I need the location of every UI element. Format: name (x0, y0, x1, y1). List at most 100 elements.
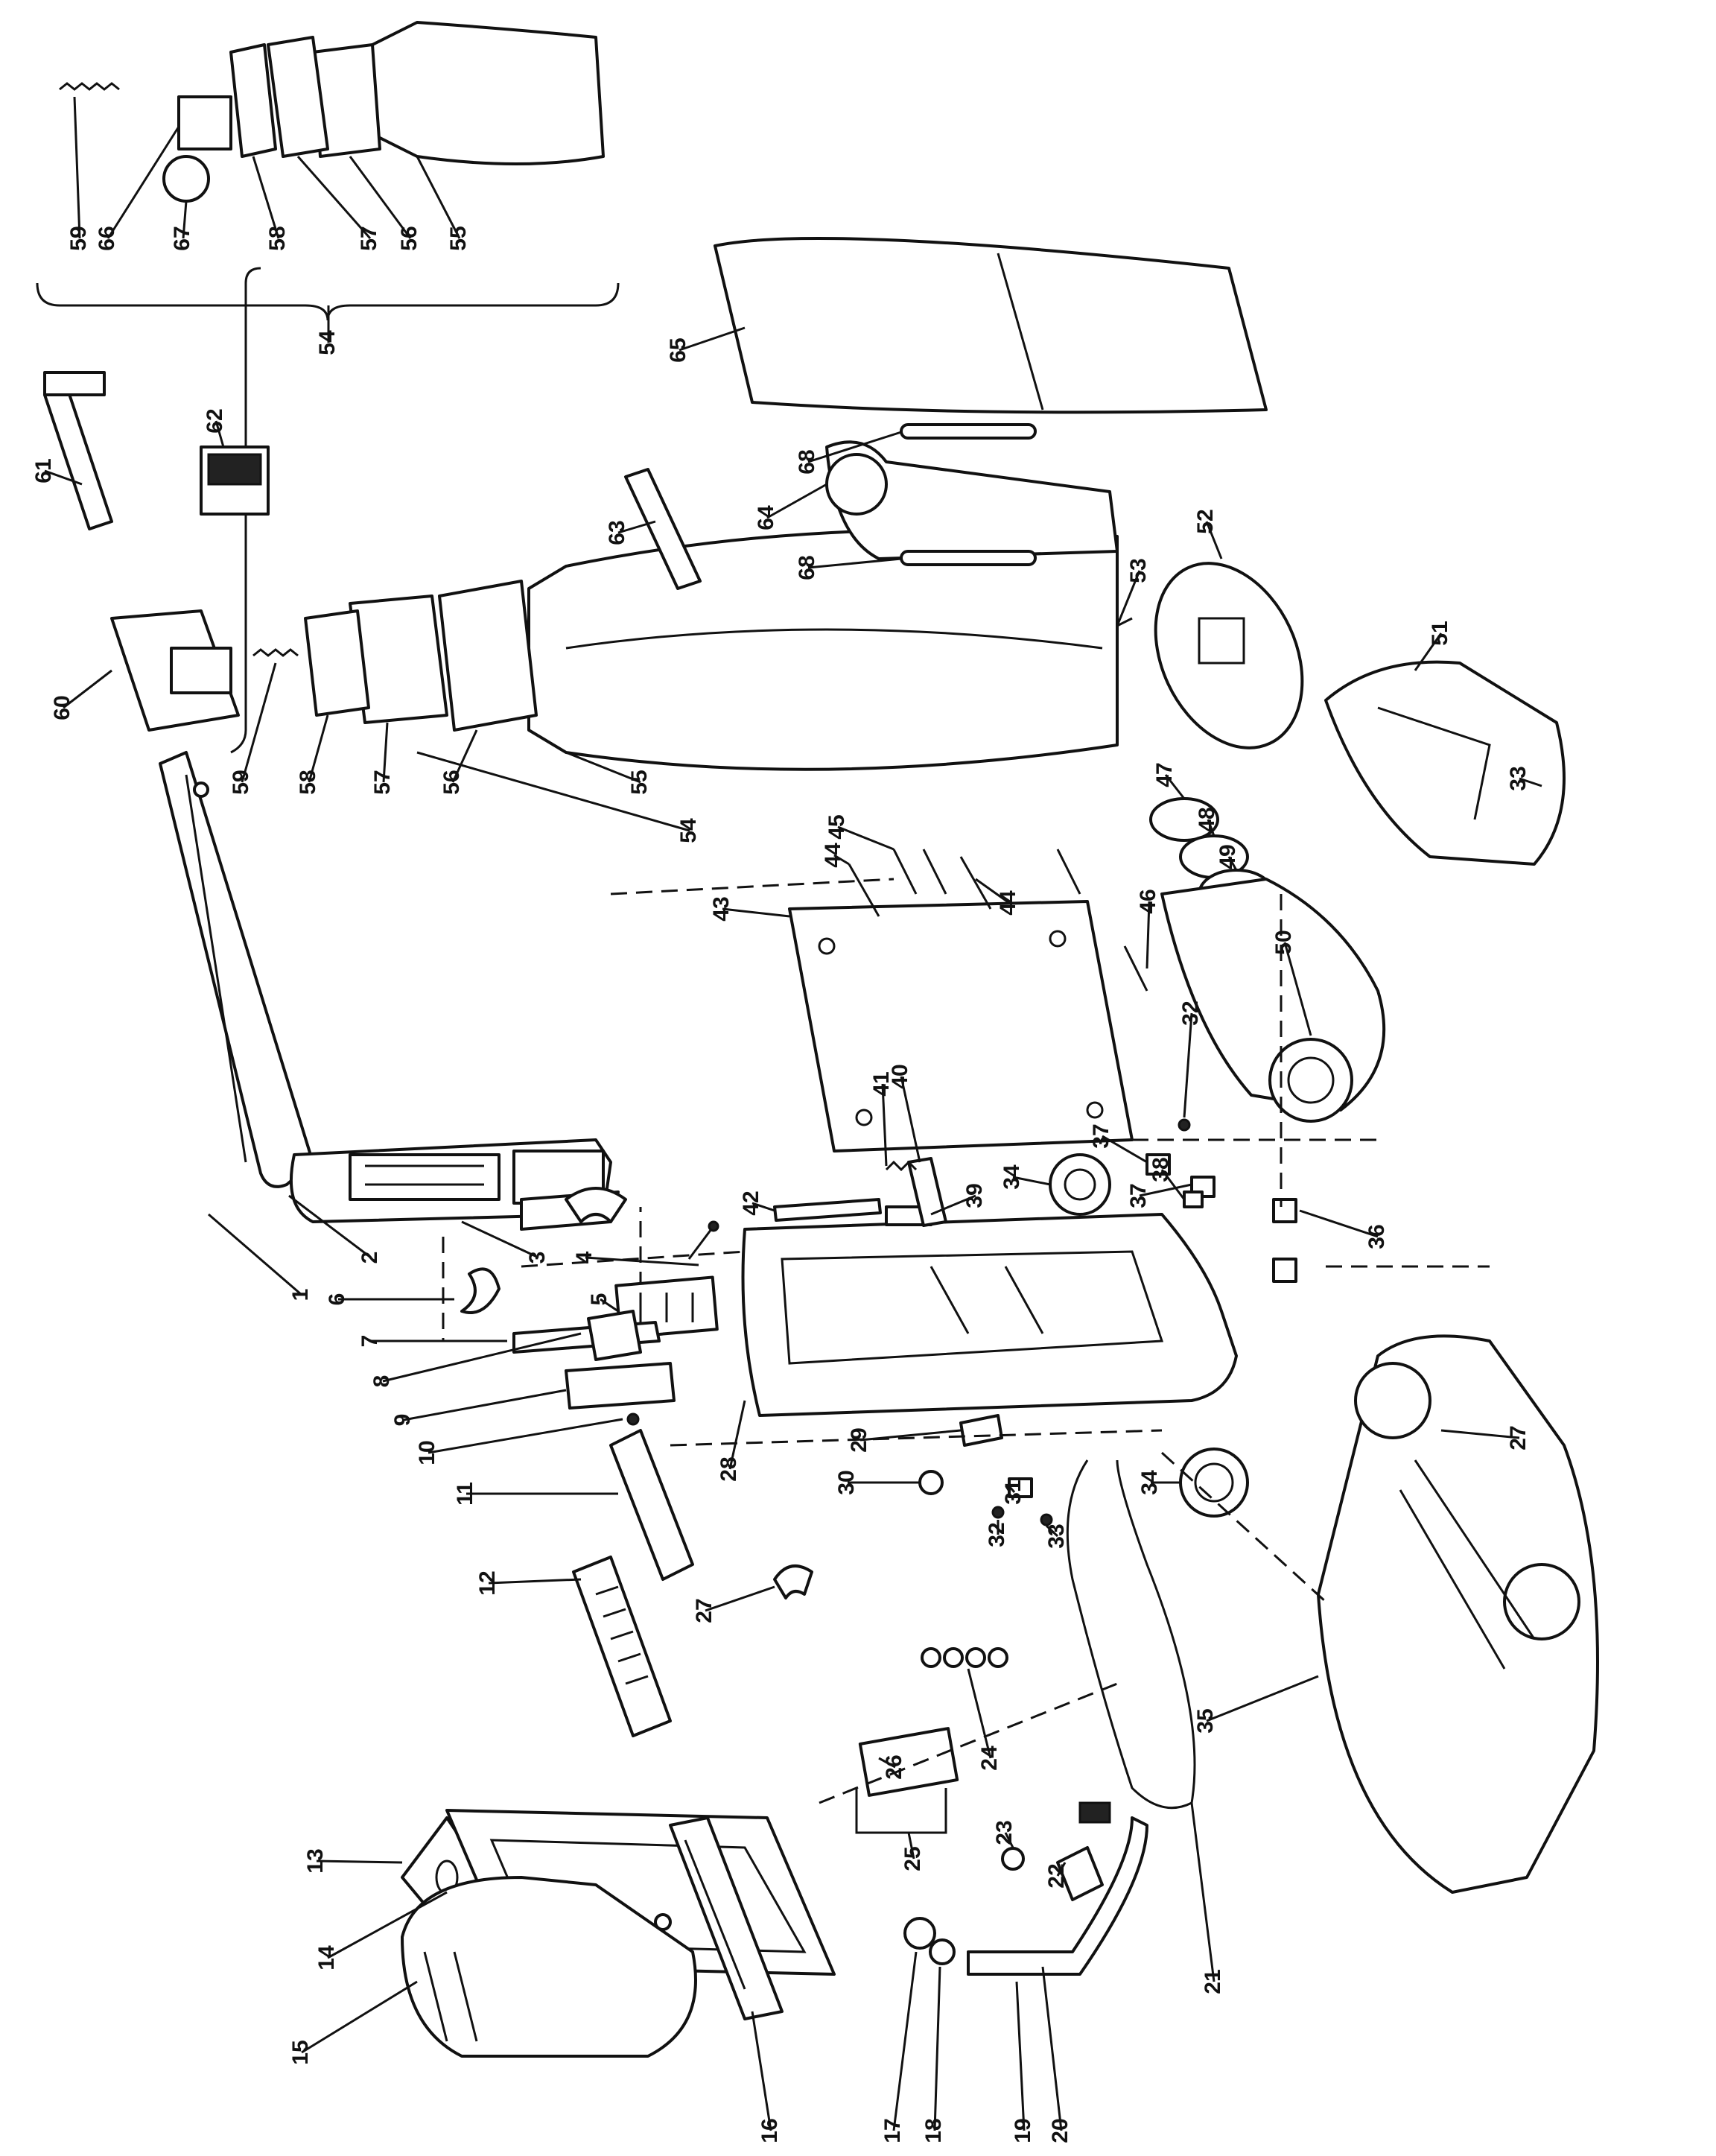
leader-p14 (327, 1891, 448, 1959)
leader-p20 (1041, 1966, 1063, 2131)
callout-label-p30: 30 (834, 1470, 859, 1494)
callout-label-p35: 35 (1193, 1708, 1218, 1733)
callout-label-p67: 67 (170, 226, 194, 250)
part-41-spring (885, 1160, 918, 1172)
callout-label-p29: 29 (847, 1427, 871, 1452)
part-46-screws (1056, 849, 1148, 992)
part-38-clip (1183, 1190, 1204, 1208)
part-6-spring-clip (460, 1267, 500, 1314)
part-20-pedal-arm (967, 1816, 1148, 1976)
callout-label-p33b: 33 (1506, 766, 1531, 790)
leader-p58a (308, 714, 329, 783)
leader-p27b (1440, 1429, 1520, 1439)
leader-p51 (1414, 632, 1443, 671)
part-30-star-nut (918, 1470, 944, 1495)
leader-p56a (451, 729, 478, 783)
callout-label-p58a: 58 (296, 770, 320, 794)
part-64-bag-adapter (825, 440, 1119, 560)
leader-p68b (807, 557, 902, 569)
callout-label-p33a: 33 (1044, 1524, 1069, 1548)
callout-label-p50: 50 (1271, 930, 1296, 954)
leader-p44a (833, 854, 850, 866)
leader-p37a (1102, 1135, 1148, 1164)
part-29-latch (959, 1414, 1003, 1447)
leader-p55a (565, 751, 641, 784)
callout-label-p68a: 68 (795, 449, 819, 474)
leader-p10 (428, 1418, 623, 1454)
part-56-bag-collar (438, 580, 538, 732)
leader-p18 (933, 1966, 941, 2131)
leader-p32b (1183, 1012, 1193, 1118)
callout-label-p64: 64 (754, 505, 778, 530)
leader-p57b (296, 156, 372, 239)
callout-label-p49: 49 (1216, 844, 1240, 869)
leader-p27a (705, 1585, 775, 1612)
callout-label-p61: 61 (31, 458, 56, 483)
callout-label-p27a: 27 (692, 1598, 716, 1623)
callout-label-p3: 3 (525, 1252, 550, 1264)
callout-label-p36: 36 (1364, 1224, 1389, 1249)
leader-p34b (1012, 1176, 1051, 1186)
callout-label-p41: 41 (869, 1071, 894, 1096)
callout-label-p1: 1 (288, 1289, 313, 1301)
part-40-lever (907, 1157, 947, 1227)
leader-p29 (859, 1429, 962, 1442)
part-55-outer-bag-top (371, 21, 605, 165)
leader-p57a (382, 722, 389, 783)
leader-p36 (1299, 1209, 1379, 1238)
leader-p23 (1004, 1832, 1014, 1848)
leader-p24 (967, 1668, 992, 1759)
part-63-filter (624, 468, 702, 590)
part-9-switch-cover (565, 1362, 676, 1410)
part-58-gasket-top (229, 43, 277, 158)
callout-label-p48: 48 (1195, 807, 1219, 831)
leader-p44b (975, 878, 1010, 904)
callout-label-p7: 7 (358, 1335, 382, 1348)
part-62-brush (200, 446, 270, 516)
part-3-cord-hook (565, 1187, 627, 1223)
callout-label-p22: 22 (1044, 1863, 1069, 1888)
leader-p16 (751, 2011, 772, 2131)
callout-label-p9: 9 (390, 1414, 415, 1427)
leader-p39 (930, 1194, 976, 1216)
part-32-screw-b (1178, 1118, 1191, 1132)
leader-p4 (585, 1256, 699, 1266)
leader-p17 (892, 1951, 918, 2131)
callout-label-p24: 24 (977, 1746, 1002, 1771)
part-65-paper-bag (714, 237, 1268, 414)
part-28-main-housing (741, 1213, 1238, 1417)
assembly-guide-lines (521, 878, 1490, 1804)
callout-label-p54b: 54 (315, 330, 340, 355)
callout-label-p27b: 27 (1506, 1425, 1531, 1450)
callout-label-p37a: 37 (1089, 1123, 1113, 1148)
callout-label-p65: 65 (666, 337, 690, 362)
leader-p12 (488, 1578, 582, 1585)
leader-p40 (900, 1076, 921, 1163)
callout-label-p11: 11 (453, 1482, 477, 1506)
callout-label-p4: 4 (572, 1251, 597, 1264)
leader-p41 (881, 1083, 888, 1167)
leader-p50 (1283, 942, 1312, 1036)
leader-p28 (728, 1400, 746, 1470)
part-66-bracket (177, 95, 232, 150)
callout-label-p54a: 54 (676, 818, 701, 843)
part-25-switch-group (855, 1788, 947, 1834)
callout-label-p55b: 55 (446, 226, 471, 250)
leader-p25 (907, 1832, 915, 1859)
callout-label-p5: 5 (587, 1293, 611, 1306)
part-60-bag-clamp (110, 609, 240, 732)
leader-p2 (288, 1194, 372, 1259)
part-51-motor-cover (1324, 660, 1566, 866)
part-23-bolt (1001, 1847, 1025, 1871)
leader-p33b (1519, 777, 1542, 787)
callout-label-p37b: 37 (1126, 1183, 1151, 1208)
part-10-screw (626, 1413, 640, 1426)
leader-p47 (1164, 774, 1186, 799)
part-15-hood (401, 1876, 697, 2058)
part-67-cap (162, 155, 210, 203)
leader-p63 (617, 520, 656, 534)
part-44-screws (848, 856, 992, 917)
callout-label-p39: 39 (962, 1183, 987, 1208)
